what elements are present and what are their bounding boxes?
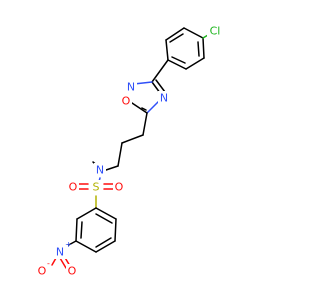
bond: [151, 59, 169, 83]
bond: [169, 33, 184, 43]
bond: [121, 134, 144, 144]
bond: [142, 112, 148, 136]
charge-plus: +: [65, 240, 72, 249]
bond: [114, 218, 117, 242]
bond: [75, 240, 97, 253]
bond: [197, 41, 200, 57]
atom-o-sulfonyl-right: O: [113, 180, 125, 194]
bond: [80, 221, 83, 239]
atom-n-ring-right: N: [158, 91, 170, 105]
atom-label: N: [56, 246, 64, 259]
atom-cl: Cl: [207, 24, 223, 38]
bond: [202, 37, 205, 59]
atom-n-nitro: N +: [54, 240, 72, 259]
charge-minus: -: [47, 259, 50, 268]
bond: [165, 39, 169, 61]
atom-o-ring: O: [120, 94, 132, 108]
nitrophenyl-ring: [75, 207, 117, 253]
bond: [185, 57, 205, 70]
atom-label: Cl: [210, 25, 221, 38]
atom-label: N: [96, 164, 104, 177]
bond: [59, 257, 67, 269]
atom-n-amine: N: [94, 163, 106, 177]
atom-s: S: [90, 180, 102, 194]
atom-o-sulfonyl-left: O: [67, 180, 79, 194]
atom-label: O: [38, 265, 47, 278]
atom-label: O: [68, 265, 77, 278]
bond: [183, 27, 204, 39]
chlorophenyl-ring: [165, 27, 205, 70]
bond: [95, 240, 116, 253]
bond: [76, 207, 97, 220]
bond: [155, 79, 166, 93]
bond: [117, 142, 123, 167]
atom-n-ring-top: N: [125, 80, 137, 94]
bond: [95, 207, 117, 220]
bond: [171, 56, 186, 64]
atom-o-nitro-right: O: [66, 264, 78, 278]
bond: [75, 218, 78, 242]
atom-label: O: [69, 181, 78, 194]
atom-label: O: [122, 95, 131, 108]
bond: [165, 27, 185, 41]
atom-label: N: [127, 81, 135, 94]
atom-label: O: [115, 181, 124, 194]
bond: [141, 107, 147, 111]
atom-label: N: [160, 92, 168, 105]
bond: [95, 237, 112, 248]
molecule-structure: Cl O N N N S O O N + O - O: [36, 24, 223, 278]
bond: [167, 59, 187, 70]
bond: [51, 257, 57, 266]
bond: [95, 213, 113, 224]
bond: [105, 165, 119, 171]
atom-label: S: [93, 181, 100, 194]
atom-o-nitro-left: O -: [36, 259, 50, 278]
